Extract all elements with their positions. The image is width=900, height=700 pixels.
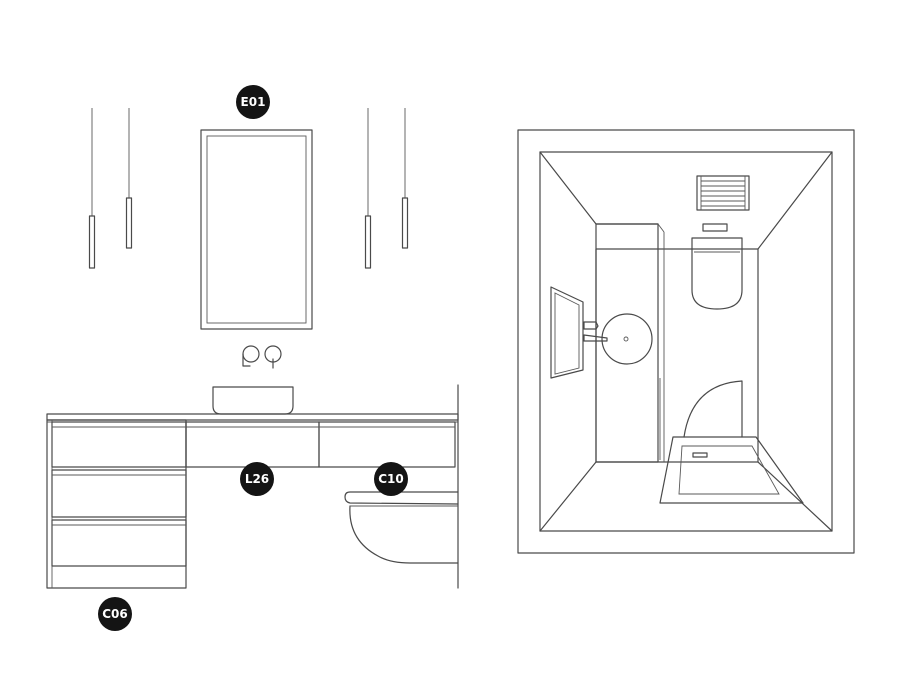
vanity-block bbox=[595, 223, 665, 463]
vanity-countertop bbox=[46, 413, 459, 423]
label-cabinet: C06 bbox=[98, 597, 132, 631]
toilet-top-view bbox=[691, 237, 743, 310]
label-vanity-top-text: L26 bbox=[245, 472, 269, 486]
vessel-basin bbox=[212, 386, 294, 415]
pendant-light-left-1 bbox=[88, 108, 96, 269]
wall-hung-toilet bbox=[344, 491, 459, 564]
vanity-drawers bbox=[185, 421, 456, 468]
shower-tray bbox=[659, 436, 804, 504]
basin-top-view bbox=[601, 313, 653, 365]
label-mirror-text: E01 bbox=[241, 95, 266, 109]
perspective-view bbox=[517, 129, 855, 554]
back-wall bbox=[595, 248, 759, 463]
mirror-side-view bbox=[550, 286, 584, 379]
drawer-cabinet bbox=[46, 419, 187, 589]
faucet-top-view bbox=[583, 321, 608, 342]
label-toilet-text: C10 bbox=[378, 472, 404, 486]
elevation-view: E01 L26 C10 C06 bbox=[46, 85, 459, 631]
wall-faucet bbox=[242, 345, 282, 369]
label-cabinet-text: C06 bbox=[102, 607, 128, 621]
shower-glass-screen bbox=[683, 380, 743, 438]
label-mirror: E01 bbox=[236, 85, 270, 119]
pendant-light-right-2 bbox=[401, 108, 409, 249]
label-toilet: C10 bbox=[374, 462, 408, 496]
room-front-frame bbox=[539, 151, 833, 532]
towel-radiator bbox=[696, 175, 750, 211]
flush-plate bbox=[702, 223, 728, 232]
label-vanity-top: L26 bbox=[240, 462, 274, 496]
pendant-light-left-2 bbox=[125, 108, 133, 249]
pendant-light-right-1 bbox=[364, 108, 372, 269]
mirror bbox=[200, 129, 313, 330]
room-outer-frame bbox=[517, 129, 855, 554]
